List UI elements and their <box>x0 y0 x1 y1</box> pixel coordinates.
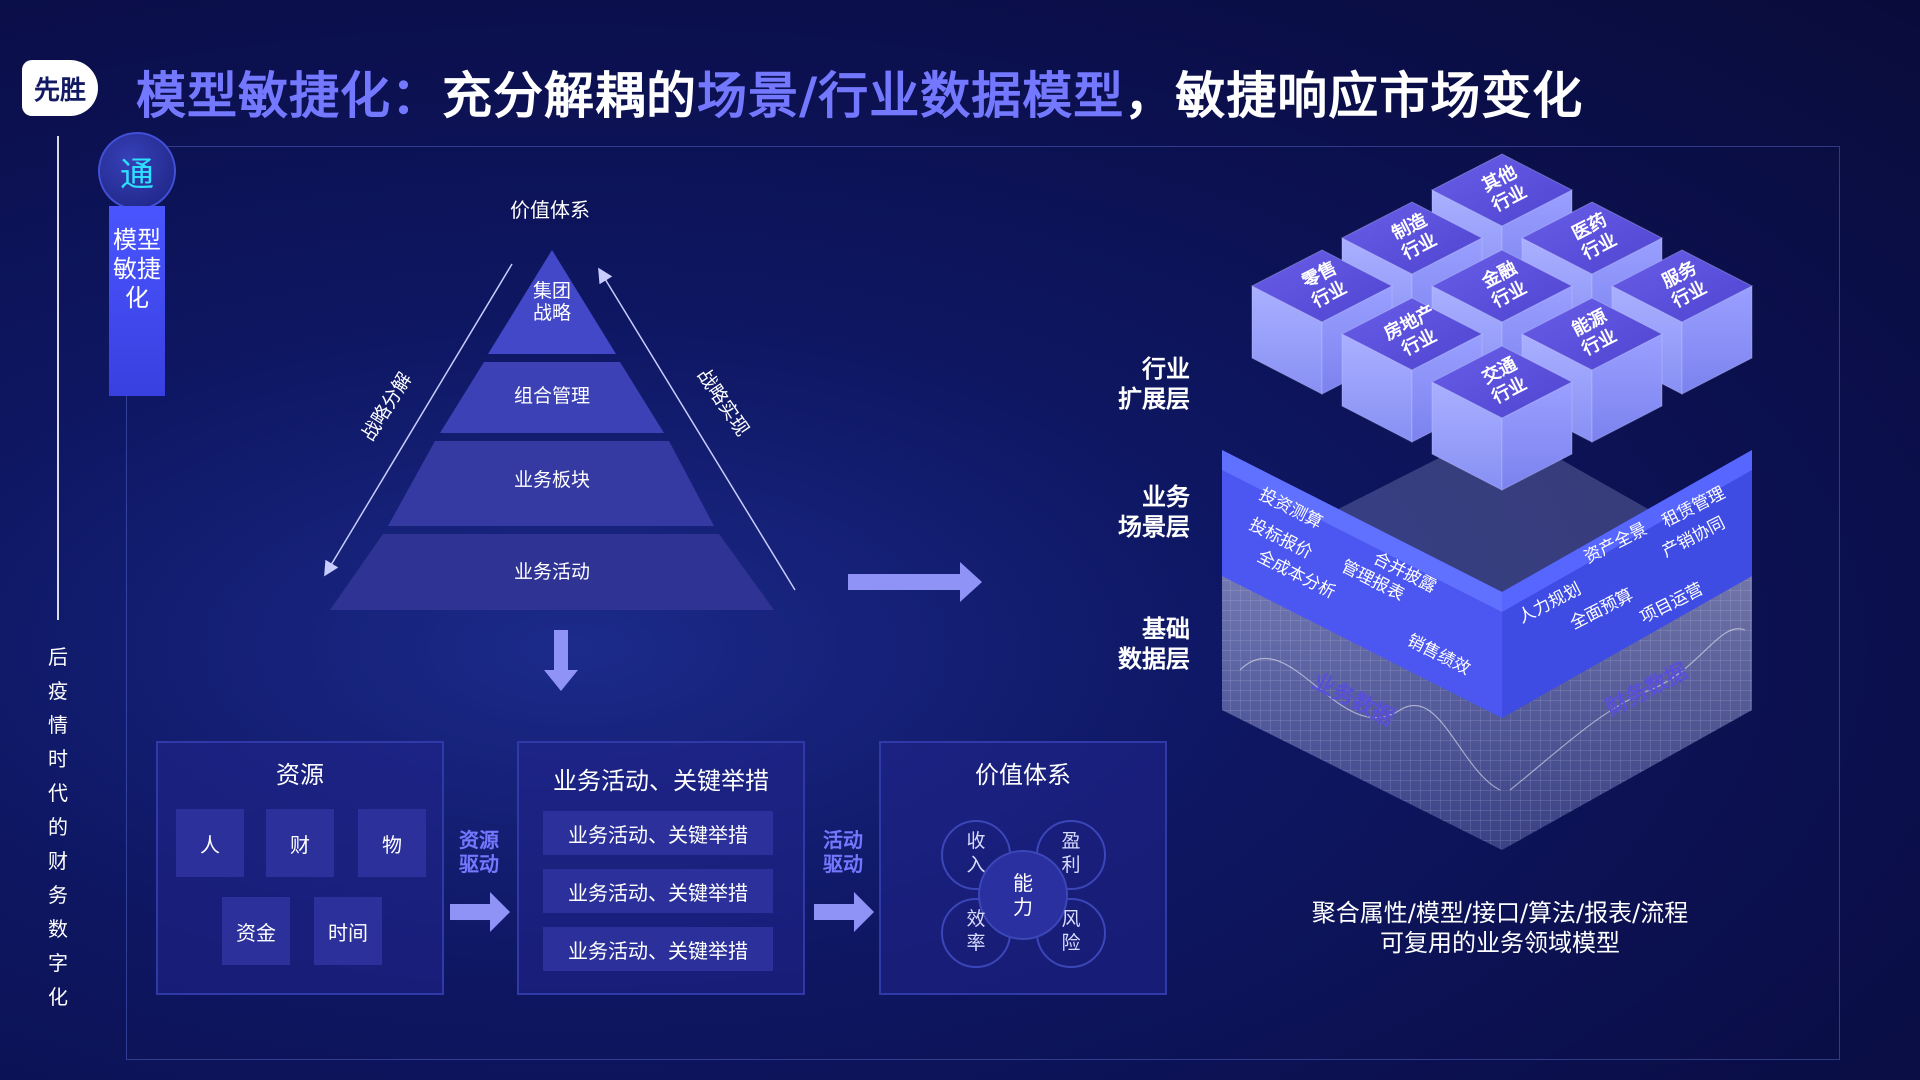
badge-char: 通 <box>120 154 154 195</box>
realize-arrow <box>598 267 796 591</box>
badge-label: 模型敏捷化 <box>109 206 165 396</box>
activities-title: 业务活动、关键举措 <box>553 767 769 795</box>
realize-label: 战略实现 <box>693 365 754 440</box>
industry-label: 交通行业 <box>1477 353 1530 409</box>
pyramid-level-3-label: 业务板块 <box>514 469 590 491</box>
model-cube: 业务数据 财务数据 投资测算 投标报价 全成本分析 管理报表 合并披露 销售绩效… <box>1222 153 1754 850</box>
value-petal-profit: 盈 利 <box>1061 830 1081 876</box>
layer-label-scenario: 业务 场景层 <box>1118 483 1190 541</box>
activity-item: 业务活动、关键举措 <box>543 811 773 855</box>
industry-cube-top <box>1520 201 1664 275</box>
decompose-label: 战略分解 <box>357 369 416 445</box>
industry-cube-top <box>1340 201 1484 275</box>
activity-item: 业务活动、关键举措 <box>543 869 773 913</box>
pyramid-top-label: 价值体系 <box>510 198 590 222</box>
activity-drive-arrow-icon <box>814 892 874 932</box>
resource-tile: 资金 <box>222 897 290 965</box>
content-frame <box>126 146 1840 1060</box>
industry-cube-top <box>1250 249 1394 323</box>
pyramid-level-4 <box>330 534 774 610</box>
cube-caption: 聚合属性/模型/接口/算法/报表/流程 可复用的业务领域模型 <box>1311 899 1689 957</box>
brand-logo: 先胜 <box>22 60 98 116</box>
pyramid-level-1 <box>488 250 616 354</box>
resource-drive-label: 资源 驱动 <box>459 828 499 876</box>
industry-cube-top <box>1430 249 1574 323</box>
badge-circle: 通 <box>98 132 176 210</box>
resources-box: 资源 人 财 物 资金 时间 <box>156 741 444 995</box>
industry-cube-top <box>1520 297 1664 371</box>
value-petal-income: 收 入 <box>966 830 986 876</box>
resource-drive-arrow-icon <box>450 892 510 932</box>
vertical-subtitle: 后疫情时代的财务数字化 <box>48 645 68 1009</box>
resource-tile: 财 <box>266 809 334 877</box>
resources-title: 资源 <box>276 761 324 789</box>
layer-label-base: 基础 数据层 <box>1118 615 1190 673</box>
industry-cube-top <box>1430 345 1574 419</box>
activity-drive-label: 活动 驱动 <box>823 828 863 876</box>
decompose-arrow <box>324 263 513 577</box>
title-plain-2: ，敏捷响应市场变化 <box>1124 67 1584 125</box>
pyramid-level-1-label-a: 集团战略 <box>533 280 571 324</box>
resource-tile: 人 <box>176 809 244 877</box>
title-plain-1: 充分解耦的 <box>442 67 697 125</box>
pyramid-level-3 <box>388 441 714 526</box>
strategy-pyramid: 价值体系 集团战略 组合管理 业务板块 业务活动 战略分解 战略实现 <box>324 198 796 610</box>
resource-tile: 物 <box>358 809 426 877</box>
industry-label: 医药行业 <box>1567 209 1620 265</box>
pyramid-level-2-label: 组合管理 <box>514 385 590 407</box>
value-petal-risk: 风 险 <box>1061 908 1081 954</box>
page-title: 模型敏捷化：充分解耦的场景/行业数据模型，敏捷响应市场变化 <box>136 56 1583 128</box>
value-diagram <box>941 820 1106 968</box>
title-highlight-1: 模型敏捷化： <box>136 67 442 125</box>
activity-item: 业务活动、关键举措 <box>543 927 773 971</box>
pyramid-level-2 <box>440 362 664 433</box>
title-highlight-2: 场景/行业数据模型 <box>697 67 1125 125</box>
industry-cube-top <box>1610 249 1754 323</box>
value-box: 价值体系 收 入 盈 利 效 率 风 险 能 力 <box>879 741 1167 995</box>
activities-box: 业务活动、关键举措 业务活动、关键举措 业务活动、关键举措 业务活动、关键举措 <box>517 741 805 995</box>
value-center: 能 力 <box>1013 871 1033 919</box>
resource-tile: 时间 <box>314 897 382 965</box>
value-title: 价值体系 <box>975 761 1071 789</box>
value-petal-efficiency: 效 率 <box>966 908 986 954</box>
rail-divider <box>57 136 59 620</box>
layer-label-industry: 行业 扩展层 <box>1118 355 1190 413</box>
industry-cube-top <box>1340 297 1484 371</box>
down-arrow-icon <box>544 630 578 691</box>
industry-cube-top <box>1430 153 1574 227</box>
right-arrow-icon <box>848 562 982 602</box>
pyramid-level-4-label: 业务活动 <box>514 561 590 583</box>
